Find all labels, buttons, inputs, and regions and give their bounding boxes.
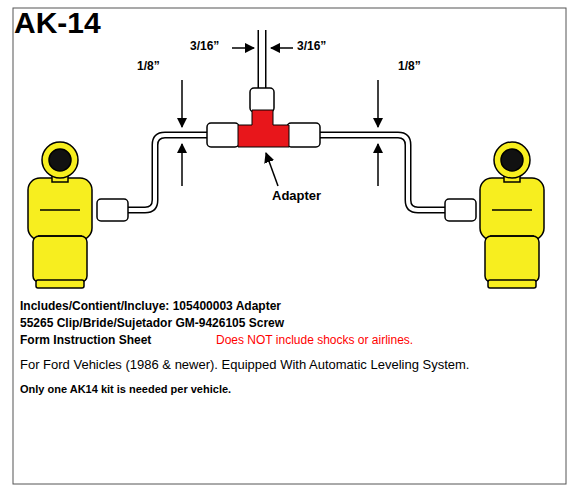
shock-right — [480, 142, 544, 288]
fittings — [97, 88, 476, 221]
diagram-title: AK-14 — [14, 6, 101, 41]
contents-note: Form Instruction Sheet — [20, 334, 151, 348]
frame — [13, 8, 566, 484]
contents-note: 55265 Clip/Bride/Sujetador GM-9426105 Sc… — [20, 317, 284, 331]
warning-note: Does NOT include shocks or airlines. — [216, 334, 413, 348]
dimension-label: 1/8” — [137, 60, 160, 74]
dimension-label: 3/16” — [297, 40, 326, 54]
application-note: For Ford Vehicles (1986 & newer). Equipp… — [20, 358, 469, 373]
shock-left — [28, 142, 92, 288]
dimension-label: 3/16” — [190, 40, 219, 54]
dimension-arrows — [182, 48, 378, 186]
tee-adapter — [238, 110, 289, 147]
contents-note: Includes/Contient/Incluye: 105400003 Ada… — [20, 300, 281, 314]
dimension-label: 1/8” — [398, 60, 421, 74]
quantity-note: Only one AK14 kit is needed per vehicle. — [20, 383, 231, 396]
airlines — [126, 30, 447, 210]
part-label: Adapter — [272, 189, 321, 204]
